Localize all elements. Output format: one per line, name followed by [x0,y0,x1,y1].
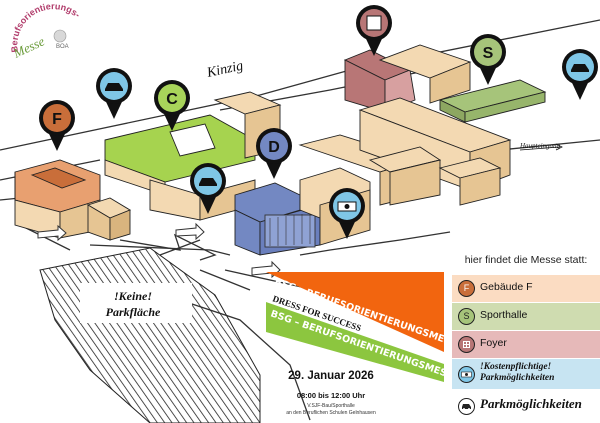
marker-label: S [483,45,494,62]
legend-item-gebaeude-f: F Gebäude F [452,274,600,302]
car-icon [571,64,589,72]
car-icon [105,83,123,91]
marker-car-3[interactable] [562,49,598,100]
marker-s[interactable]: S [470,34,506,85]
legend-item-label: Parkmöglichkeiten [480,396,582,411]
event-time: 08:00 bis 12:00 Uhr [296,391,366,400]
marker-car-2[interactable] [190,163,226,214]
letter-f-icon: F [458,280,475,297]
event-place-line1: V.SJF-Bau/Sporthalle [307,403,355,409]
legend-paid-line1: !Kostenpflichtige! [480,362,552,372]
legend-item-parking: Parkmöglichkeiten [452,390,600,421]
marker-label: F [52,111,62,128]
map-markers: F C D S [39,5,598,239]
marker-label: D [268,139,280,156]
main-entrance-arrow [519,146,561,151]
legend-item-label: !Kostenpflichtige! Parkmöglichkeiten [480,362,554,384]
marker-fill [43,104,71,132]
car-icon [199,178,217,186]
marker-f[interactable]: F [39,100,75,151]
legend-item-sporthalle: S Sporthalle [452,302,600,330]
marker-paid-parking[interactable] [329,188,365,239]
legend-title: hier findet die Messe statt: [464,254,588,266]
main-entrance-label: Haupteingang [519,142,561,150]
no-parking-label-line2: Parkfläche [106,305,161,319]
event-place-line2: an den Beruflichen Schulen Gelnhausen [286,410,376,416]
logo-badge-icon [53,29,67,43]
building-icon [458,336,475,353]
marker-fill [474,38,502,66]
no-parking-label-bg [80,283,192,323]
marker-fill [260,132,288,160]
building-icon [366,15,382,31]
legend-paid-line2: Parkmöglichkeiten [480,373,555,383]
paid-parking-icon [458,366,475,383]
letter-s-icon: S [458,308,475,325]
no-parking-label-line1: !Keine! [114,289,152,303]
car-icon [458,398,475,415]
marker-car-1[interactable] [96,68,132,119]
marker-d[interactable]: D [256,128,292,179]
marker-fill [158,84,186,112]
legend-item-paid-parking: !Kostenpflichtige! Parkmöglichkeiten [452,358,600,389]
banner-orange-stripe [266,272,444,352]
legend-item-label: Sporthalle [480,309,528,321]
marker-c[interactable]: C [154,80,190,131]
marker-label: C [166,91,178,108]
buildings [14,44,547,256]
legend-item-label: Gebäude F [480,281,533,293]
event-date: 29. Januar 2026 [288,370,374,382]
logo-org-text: BOA [56,44,69,50]
legend: hier findet die Messe statt: F Gebäude F… [452,252,600,423]
legend-item-label: Foyer [480,337,507,349]
banner-green-stripe [266,302,444,382]
legend-item-foyer: Foyer [452,330,600,358]
marker-foyer[interactable] [356,5,392,56]
